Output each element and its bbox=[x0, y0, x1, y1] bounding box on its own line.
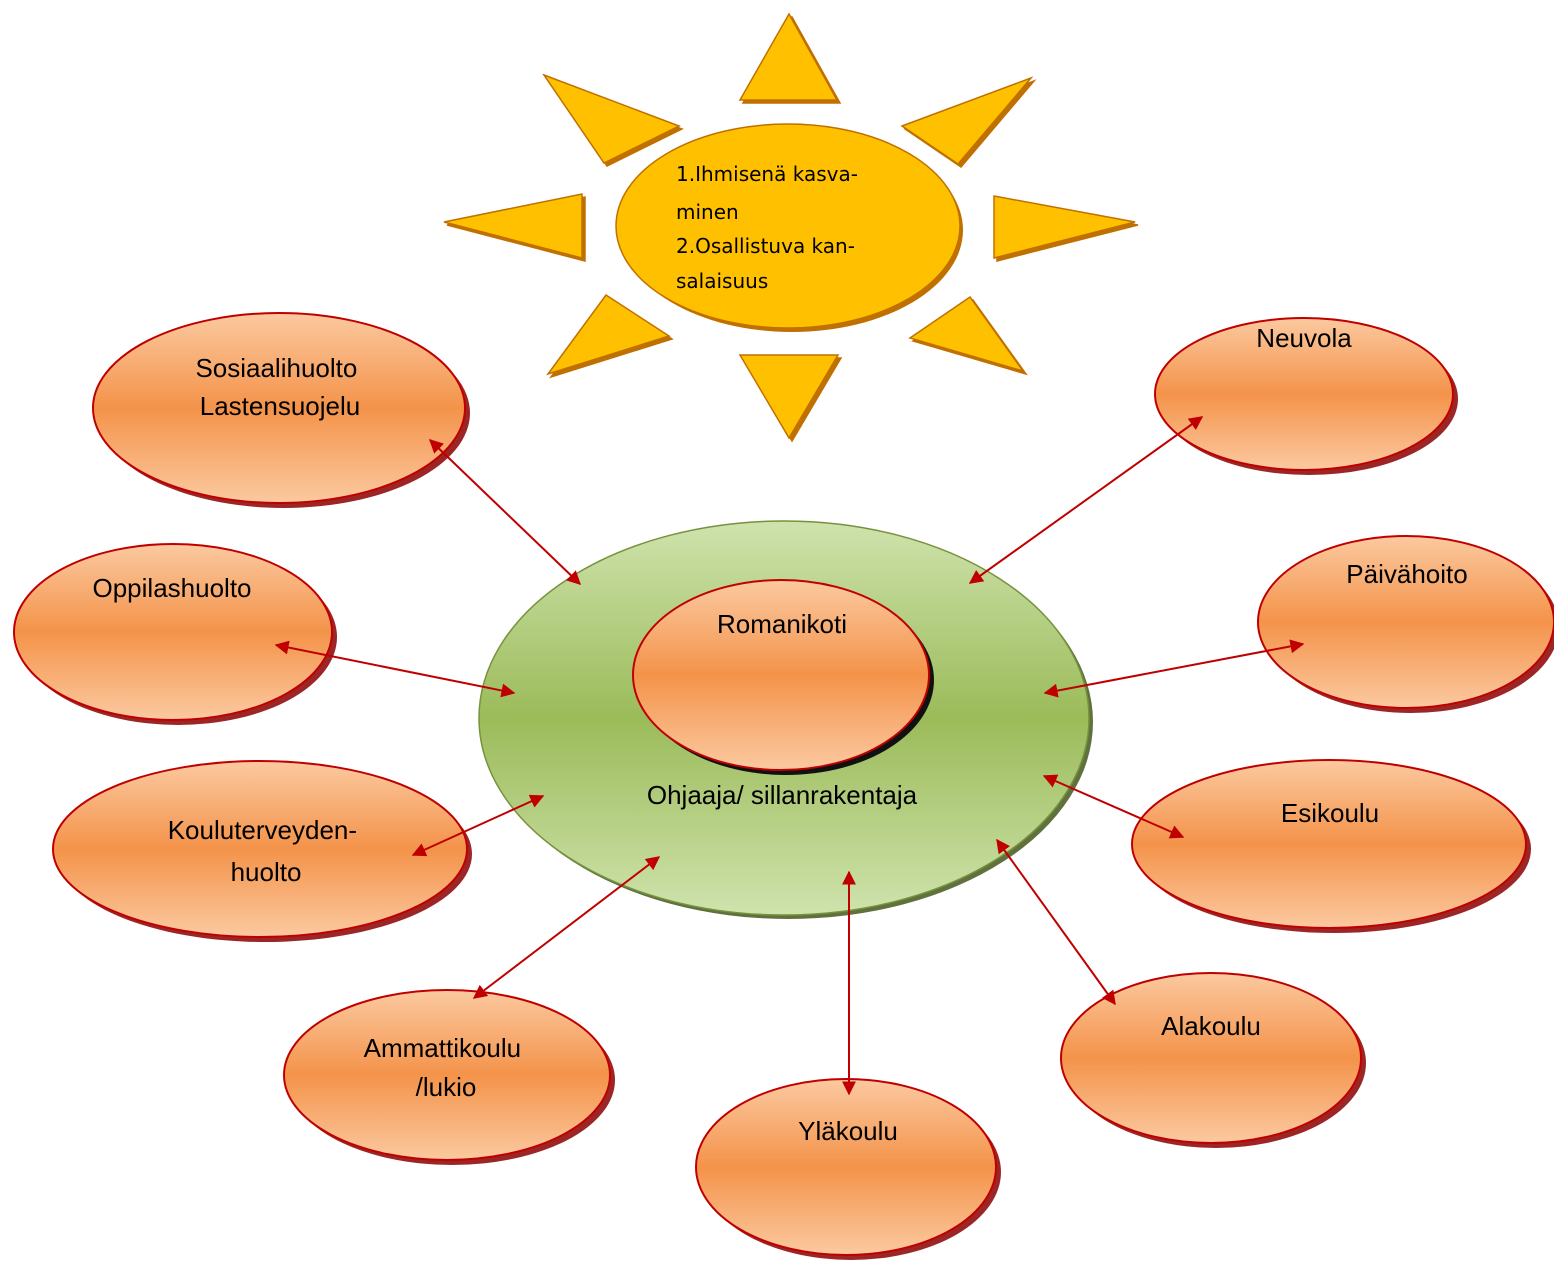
node-ylakoulu: Yläkoulu bbox=[695, 1078, 1001, 1260]
arrow-neuvola bbox=[968, 416, 1204, 584]
sun-ray-top-left bbox=[542, 73, 681, 164]
sun-ray-top-right bbox=[900, 76, 1034, 165]
arrow-kouluterveydenhuolto bbox=[411, 794, 545, 857]
node-ylakoulu-label: Yläkoulu bbox=[798, 1116, 898, 1146]
center-outer-label: Ohjaaja/ sillanrakentaja bbox=[647, 780, 918, 810]
node-paivahoito-label: Päivähoito bbox=[1346, 559, 1467, 589]
arrow-paivahoito bbox=[1043, 639, 1305, 698]
node-alakoulu-label: Alakoulu bbox=[1161, 1011, 1261, 1041]
sun-ray-top bbox=[738, 12, 839, 101]
sun-text: 1.Ihmisenä kasva- minen 2.Osallistuva ka… bbox=[676, 162, 864, 293]
node-neuvola-label: Neuvola bbox=[1256, 323, 1352, 353]
node-ammattikoulu: Ammattikoulu /lukio bbox=[283, 989, 615, 1165]
node-esikoulu-label: Esikoulu bbox=[1281, 798, 1379, 828]
sun-ray-left bbox=[443, 193, 583, 259]
center-inner bbox=[632, 579, 930, 771]
node-sosiaalihuolto: Sosiaalihuolto Lastensuojelu bbox=[92, 312, 470, 508]
node-oppilashuolto: Oppilashuolto bbox=[13, 543, 337, 725]
arrow-oppilashuolto bbox=[274, 640, 516, 698]
sun-line-2: minen bbox=[676, 200, 739, 224]
arrow-ammattikoulu bbox=[472, 856, 661, 999]
arrow-esikoulu bbox=[1042, 774, 1185, 839]
sun-line-3: 2.Osallistuva kan- bbox=[676, 234, 855, 258]
node-kouluterveydenhuolto-label: Kouluterveyden- huolto bbox=[168, 815, 365, 887]
node-esikoulu: Esikoulu bbox=[1131, 759, 1531, 933]
sun-ray-bottom bbox=[738, 354, 840, 440]
center-inner-label: Romanikoti bbox=[717, 609, 847, 639]
sun-ray-right bbox=[993, 195, 1136, 259]
arrow-alakoulu bbox=[996, 838, 1116, 1006]
arrow-sosiaalihuolto bbox=[428, 439, 582, 585]
node-sosiaalihuolto-label: Sosiaalihuolto Lastensuojelu bbox=[195, 353, 364, 421]
node-oppilashuolto-label: Oppilashuolto bbox=[93, 573, 252, 603]
sun-ray-bottom-left bbox=[546, 293, 671, 376]
sun-line-1: 1.Ihmisenä kasva- bbox=[676, 162, 858, 186]
node-alakoulu: Alakoulu bbox=[1060, 972, 1366, 1148]
node-neuvola: Neuvola bbox=[1154, 317, 1458, 475]
node-ammattikoulu-label: Ammattikoulu /lukio bbox=[364, 1033, 529, 1102]
node-kouluterveydenhuolto: Kouluterveyden- huolto bbox=[52, 760, 472, 942]
sun-line-4: salaisuus bbox=[676, 269, 768, 293]
center-node: Romanikoti Ohjaaja/ sillanrakentaja bbox=[478, 520, 1093, 919]
node-paivahoito: Päivähoito bbox=[1257, 535, 1554, 713]
sun-ray-bottom-right bbox=[908, 295, 1025, 373]
sun-body bbox=[615, 123, 961, 329]
connectors bbox=[274, 416, 1305, 1096]
sun-rays bbox=[443, 12, 1136, 440]
